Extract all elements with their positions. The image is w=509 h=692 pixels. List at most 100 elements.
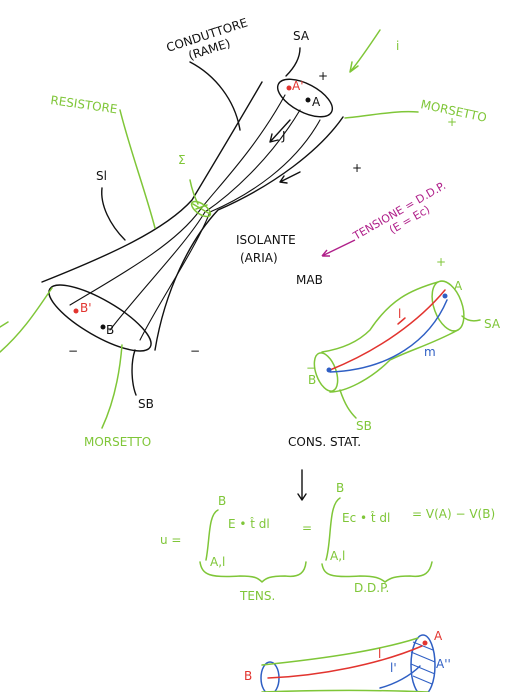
point-a-prime-dot [286,85,292,91]
current-arrow-i [349,29,381,73]
fig2-b-label: B [308,373,316,387]
minus-left-label: − [68,344,78,358]
eq-integrand-1: E • t̂ dl [228,517,270,531]
eq-equals-1: = [302,521,312,535]
fig2-point-b [326,367,332,373]
point-b-dot [100,324,106,330]
outgoing-current-line [0,287,53,353]
morsetto-top-leader [344,110,419,119]
equation-group [199,469,433,583]
conduttore-leader [189,61,241,131]
fig2-a-label: A [454,279,463,293]
morsetto-bottom-label: MORSETTO [84,435,151,449]
point-a-dot [305,97,311,103]
point-a-prime-label: A' [292,79,304,93]
fig2-sa-face [431,280,465,332]
tens-label: TENS. [239,589,275,603]
resistor-figure [0,29,419,429]
j-label: J [281,129,286,143]
plus-top-label: + [318,69,328,83]
sigma-label: Σ [178,153,186,167]
sl-leader [101,187,126,241]
sa-label: SA [293,29,310,43]
cons-stat-arrow [297,469,307,501]
sigma-section [190,200,212,218]
fig3-upper-edge [261,637,419,666]
fig3-b-label: B [244,669,252,683]
morsetto-bottom-leader [101,344,123,429]
fig3-a-label: A [434,629,443,643]
point-b-prime-dot [73,308,79,314]
lateral-surface-lower [154,116,344,351]
lateral-surface-upper [41,81,263,283]
paths-figure [313,280,481,419]
fig2-minus-label: − [306,361,316,375]
fig2-path-l [329,289,446,371]
fig3-l-label: l [378,647,381,661]
bottom-face-ellipse [48,284,152,352]
fig3-lower-edge [261,689,429,692]
e-arrow [279,171,301,184]
brace-ddp [321,561,433,583]
fig2-sa-leader [461,315,481,322]
sb-label: SB [138,397,154,411]
eq-lim-top-1: B [218,494,226,508]
fig3-a-hatch [410,641,436,685]
flow-line-1 [69,94,286,306]
tensione-arrow [321,239,356,257]
integral-2 [325,497,341,561]
ddp-label: D.D.P. [354,581,389,595]
sigma-leader [189,179,199,205]
flow-line-2 [109,109,301,331]
resistore-label: RESISTORE [50,93,119,116]
fig3-l2-label: l' [390,661,397,675]
flow-line-3 [139,119,321,341]
fig2-lower-edge [329,329,459,393]
top-face-ellipse [277,78,333,118]
point-b-label: B [106,323,114,337]
fig2-upper-edge [321,281,439,353]
sigma-hatch [192,203,211,215]
resistore-leader [119,109,156,229]
sb-leader [131,349,137,396]
fig2-l-label: l [398,307,401,321]
brace-tens [199,561,307,583]
mab-label: MAB [296,273,323,287]
eq-lim-top-2: B [336,481,344,495]
sl-label: Sl [96,169,107,183]
eq-lim-bot-1: A,l [210,555,225,569]
point-b-prime-label: B' [80,301,92,315]
plus-right-label: + [352,161,362,175]
aria-label: (ARIA) [240,251,278,265]
fig2-sb-leader [339,389,357,419]
bottom-figure [260,634,436,692]
current-i-label: i [396,39,399,53]
outgoing-current-tick [0,321,9,328]
fig3-a-face [410,634,436,692]
fig2-point-a [442,293,448,299]
fig3-path-l2 [379,665,421,689]
plus-green-label: + [447,115,457,129]
fig2-sa-label: SA [484,317,501,331]
fig3-a2-label: A'' [436,657,451,671]
isolante-label: ISOLANTE [236,233,296,247]
minus-right-label: − [190,344,200,358]
fig2-m-label: m [424,345,436,359]
fig2-plus-label: + [436,255,446,269]
eq-lim-bot-2: A,l [330,549,345,563]
eq-u: u = [160,533,181,547]
eq-integrand-2: Ec • t̂ dl [342,511,390,525]
point-a-label: A [312,95,321,109]
j-arrow [269,119,291,143]
integral-1 [205,509,219,561]
cons-stat-label: CONS. STAT. [288,435,361,449]
fig2-path-l-arrow [397,317,406,325]
eq-rhs: = V(A) − V(B) [412,507,495,521]
fig2-sb-label: SB [356,419,372,433]
tensione-label: TENSIONE = D.D.P. [350,179,448,243]
sa-leader [285,47,301,77]
fig2-path-m [329,299,448,373]
fig3-path-l [267,645,423,679]
